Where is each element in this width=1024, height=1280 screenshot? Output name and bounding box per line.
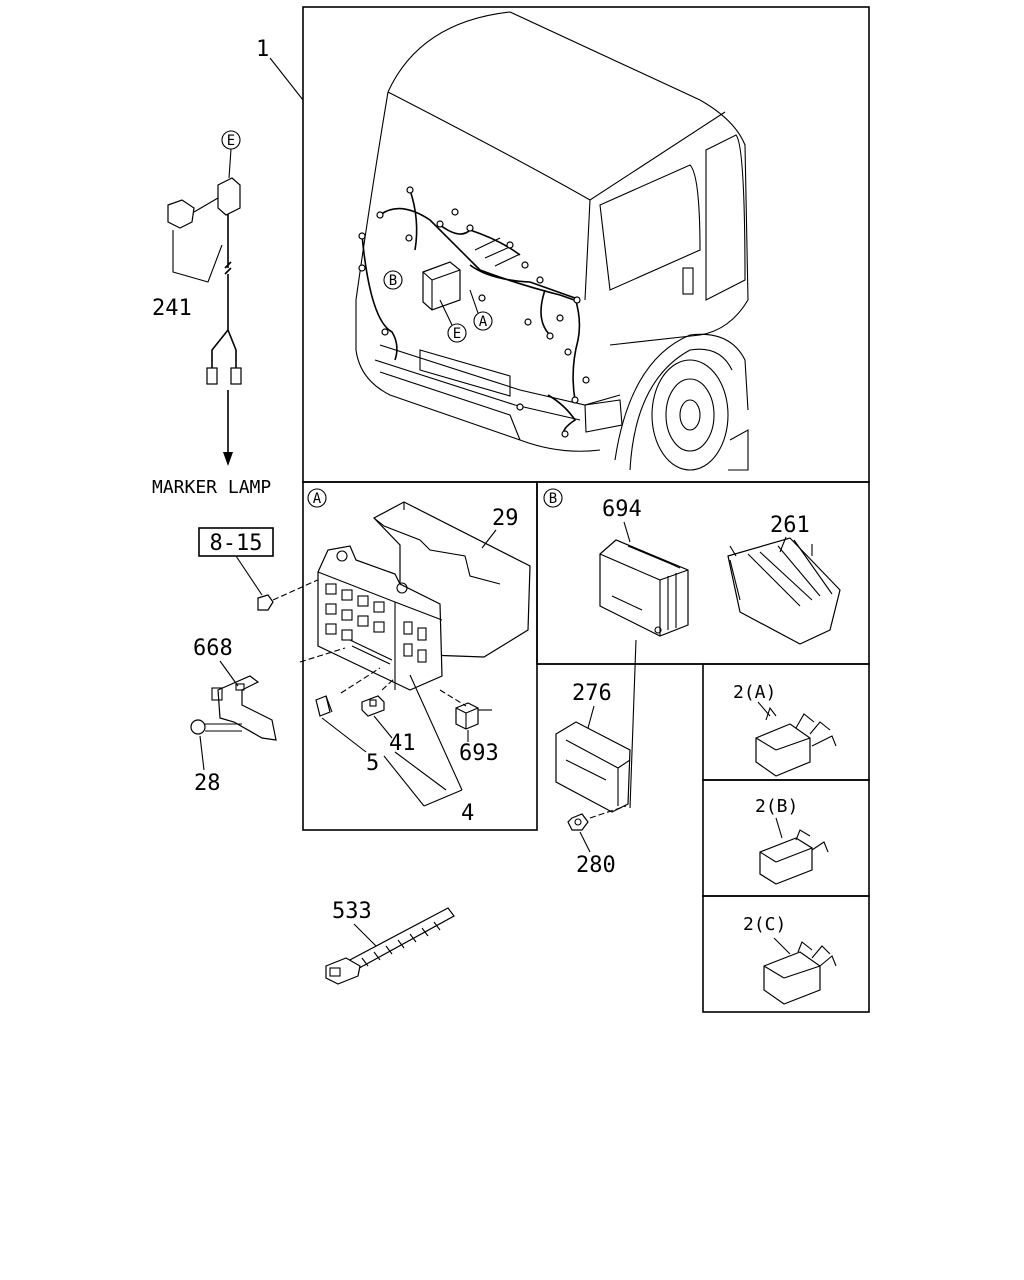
clip-nut-drawing [257,577,323,611]
ref-page-label: 8-15 [210,531,263,556]
callout-4: 4 [461,801,474,826]
relay-2a-drawing [755,706,837,777]
svg-text:A: A [313,491,322,507]
callout-2a: 2(A) [733,682,776,703]
callout-668: 668 [193,636,233,661]
relay-693-drawing [439,689,492,730]
callout-241: 241 [152,296,192,321]
module-276-drawing [555,721,631,813]
callout-28: 28 [194,771,221,796]
callout-533: 533 [332,899,372,924]
svg-text:E: E [453,326,461,342]
callout-41: 41 [389,731,416,756]
callout-2b: 2(B) [755,796,798,817]
bolt-28-drawing [190,719,242,735]
callout-276: 276 [572,681,612,706]
callout-2c: 2(C) [743,914,786,935]
truck-cab-drawing [355,11,749,471]
module-694-drawing [599,539,689,637]
callout-693: 693 [459,741,499,766]
fuse-relay-box-drawing [317,545,443,691]
detail-marker-b-panel: B [543,488,563,508]
detail-marker-e-cab: E [447,323,467,343]
marker-lamp-harness-drawing [167,177,242,466]
detail-marker-e-lamp: E [221,130,241,150]
detail-marker-b-cab: B [383,270,403,290]
callout-5: 5 [366,751,379,776]
relay-2b-drawing [759,829,829,885]
callout-29: 29 [492,506,519,531]
callout-280: 280 [576,853,616,878]
callout-261: 261 [770,513,810,538]
panel-frames [302,6,870,1013]
callout-694: 694 [602,497,642,522]
marker-lamp-label: MARKER LAMP [152,477,271,498]
relay-2c-drawing [763,941,837,1005]
cable-tie-533-drawing [325,907,455,985]
callout-1: 1 [256,37,269,62]
fuse-41-drawing [361,695,385,717]
nut-280-drawing [567,805,627,831]
cover-261-drawing [727,537,841,645]
svg-text:B: B [389,273,397,289]
svg-text:A: A [479,314,488,330]
detail-marker-a-cab: A [473,311,493,331]
detail-marker-a-panel: A [307,488,327,508]
svg-text:E: E [227,133,235,149]
svg-text:B: B [549,491,557,507]
bracket-668-drawing [211,675,277,741]
fuse-5-drawing [315,695,333,717]
